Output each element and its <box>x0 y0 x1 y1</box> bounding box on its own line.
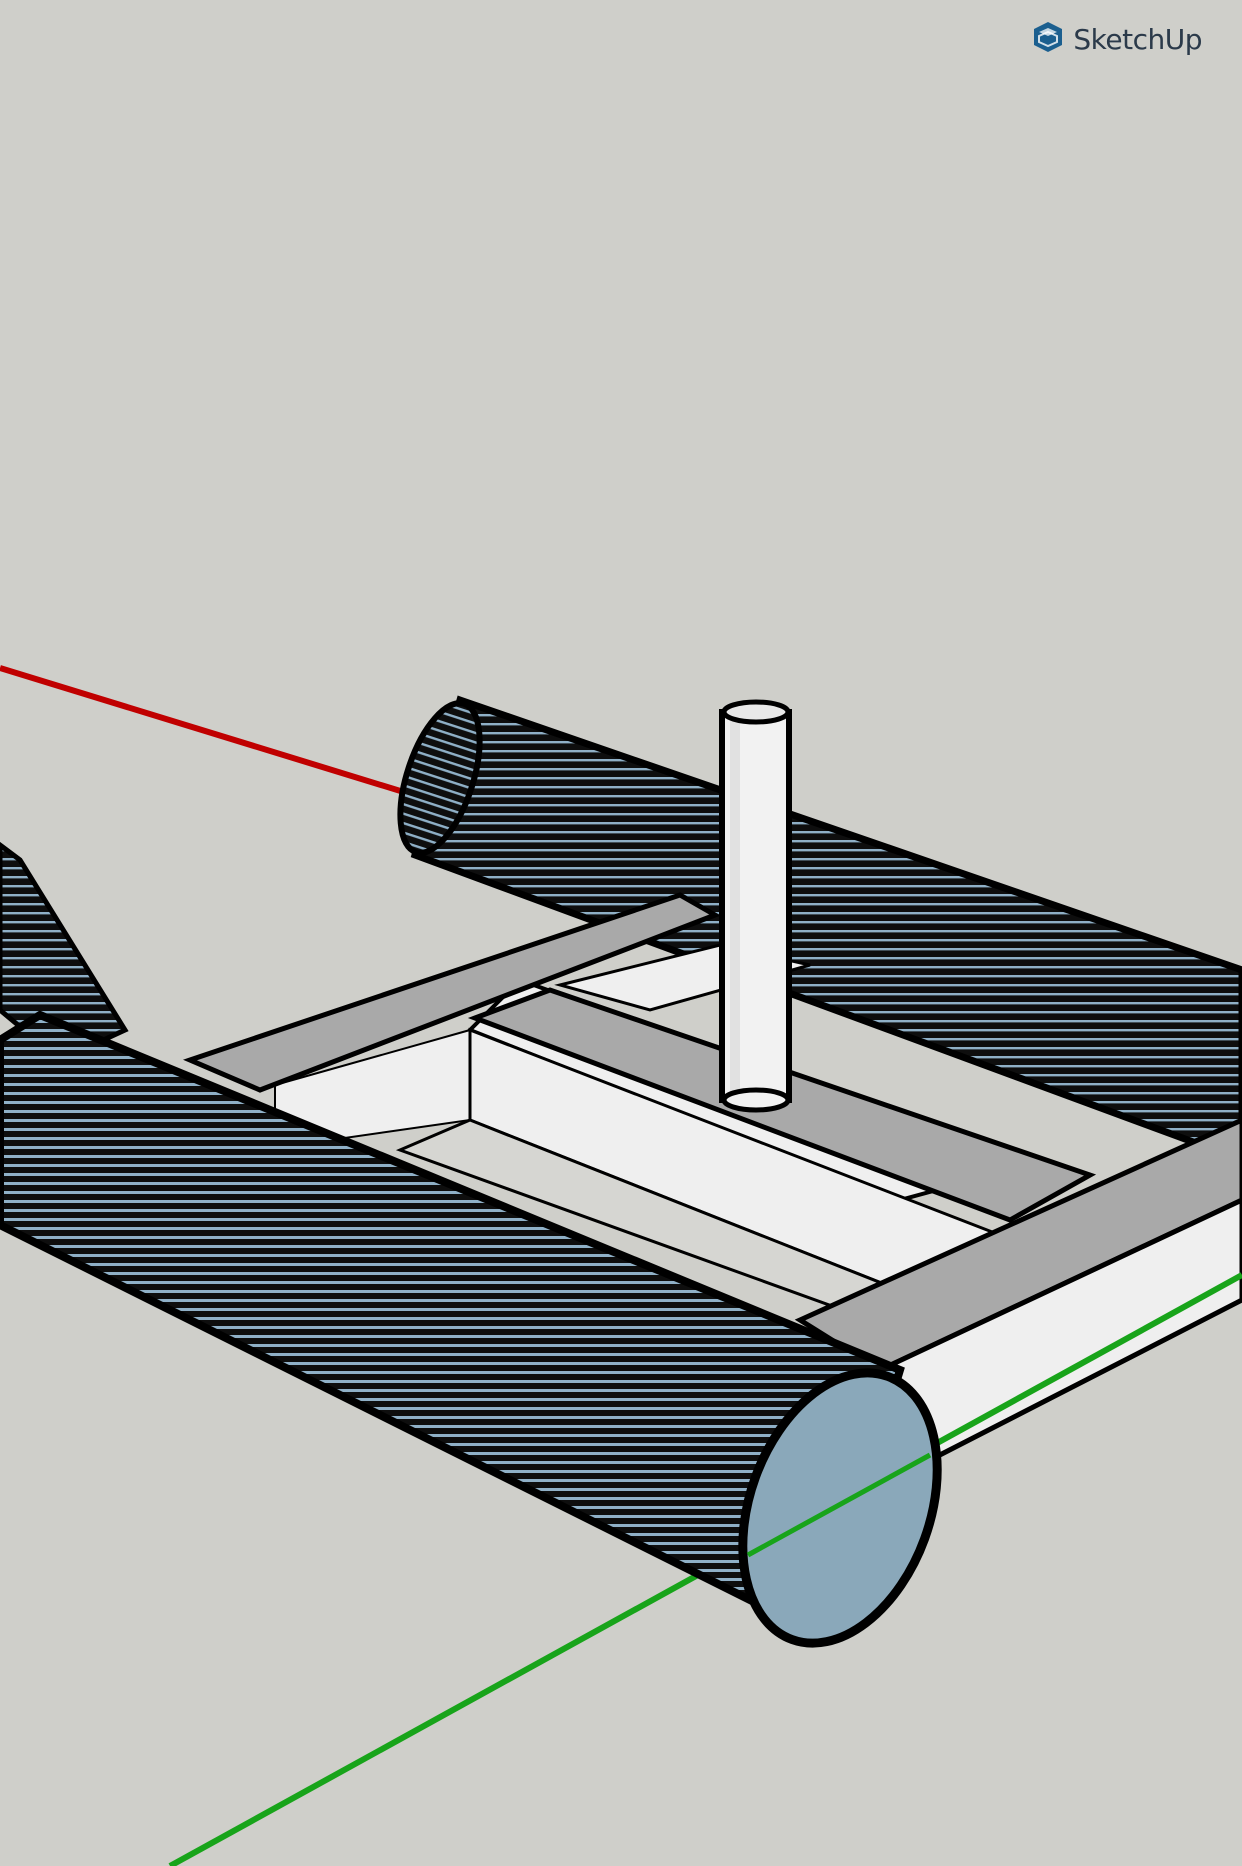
back-roller[interactable] <box>385 694 1242 1164</box>
center-post[interactable] <box>719 699 792 1113</box>
sketchup-brand: SketchUp <box>1031 20 1202 59</box>
red-axis-line <box>0 665 421 800</box>
front-roller-end-cap <box>738 1368 942 1648</box>
frame-back-bar <box>182 892 721 1093</box>
center-post-top <box>721 699 791 725</box>
base-frame[interactable] <box>182 892 1242 1464</box>
front-roller[interactable] <box>0 1010 972 1670</box>
app-name: SketchUp <box>1073 23 1202 56</box>
back-roller-end-cap <box>397 700 483 856</box>
sketchup-logo-icon <box>1031 20 1065 59</box>
